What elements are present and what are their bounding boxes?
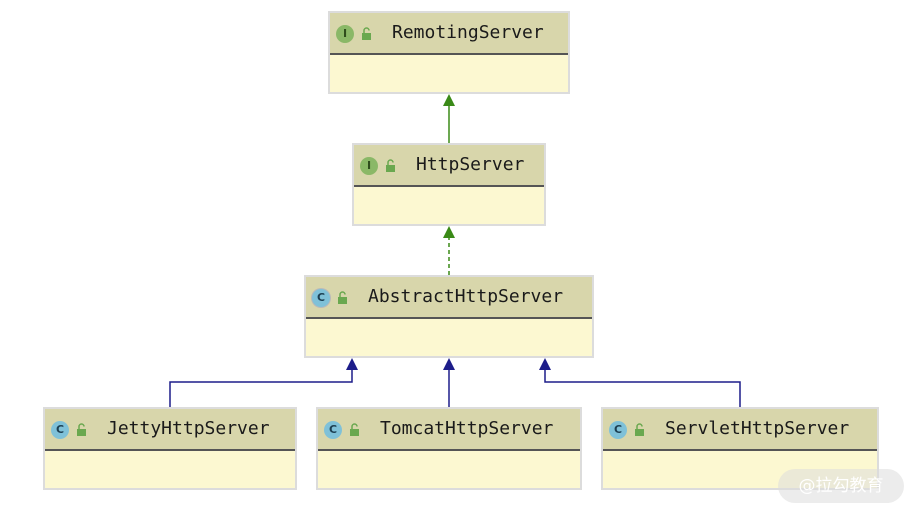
unlocked-icon xyxy=(635,423,644,436)
watermark: @拉勾教育 xyxy=(778,469,904,503)
unlocked-icon xyxy=(362,27,371,40)
class-icon: C xyxy=(609,421,627,439)
unlocked-icon xyxy=(350,423,359,436)
node-header: C TomcatHttpServer xyxy=(318,409,580,451)
node-header: C ServletHttpServer xyxy=(603,409,877,451)
node-header: C JettyHttpServer xyxy=(45,409,295,451)
class-node-abstracthttpserver[interactable]: C AbstractHttpServer xyxy=(304,275,594,358)
class-icon: C xyxy=(324,421,342,439)
unlocked-icon xyxy=(338,291,347,304)
class-icon: C xyxy=(51,421,69,439)
class-name: AbstractHttpServer xyxy=(368,286,564,307)
node-header: C AbstractHttpServer xyxy=(306,277,592,319)
interface-icon: I xyxy=(336,25,354,43)
class-name: RemotingServer xyxy=(392,22,544,43)
class-node-tomcathttpserver[interactable]: C TomcatHttpServer xyxy=(316,407,582,490)
abstract-class-icon: C xyxy=(312,289,330,307)
interface-icon: I xyxy=(360,157,378,175)
node-header: I HttpServer xyxy=(354,145,544,187)
class-node-jettyhttpserver[interactable]: C JettyHttpServer xyxy=(43,407,297,490)
extends-arrow-jettyhttpserver xyxy=(169,358,358,407)
unlocked-icon xyxy=(386,159,395,172)
extends-arrow-servlethttpserver xyxy=(539,358,741,407)
class-name: TomcatHttpServer xyxy=(380,418,554,439)
class-node-servlethttpserver[interactable]: C ServletHttpServer xyxy=(601,407,879,490)
class-name: HttpServer xyxy=(416,154,525,175)
unlocked-icon xyxy=(77,423,86,436)
class-node-httpserver[interactable]: I HttpServer xyxy=(352,143,546,226)
class-name: ServletHttpServer xyxy=(665,418,850,439)
class-name: JettyHttpServer xyxy=(107,418,270,439)
node-header: I RemotingServer xyxy=(330,13,568,55)
class-node-remotingserver[interactable]: I RemotingServer xyxy=(328,11,570,94)
